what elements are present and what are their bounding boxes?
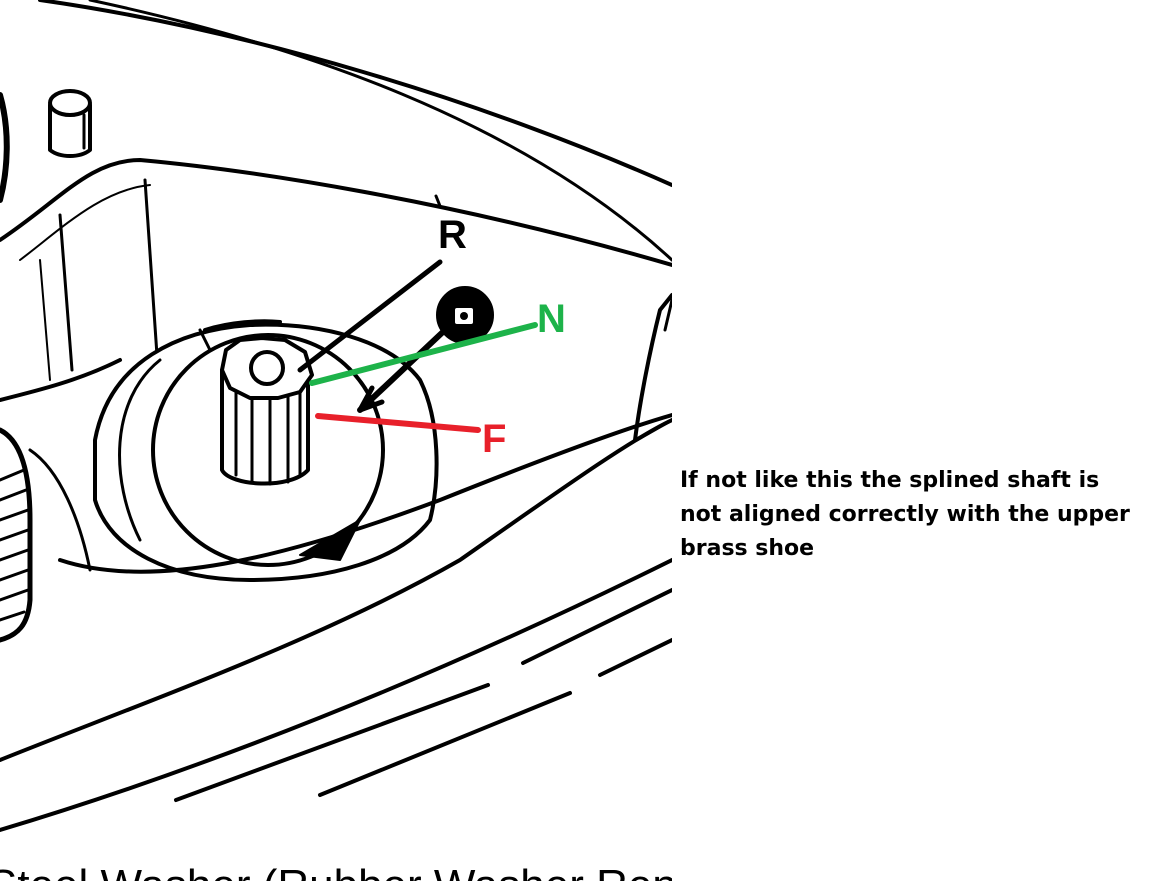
reverse-label: R [438, 213, 467, 257]
lower-arm-edge-2 [58, 413, 672, 574]
splined-shaft [220, 336, 314, 486]
neutral-pointer-line [309, 322, 538, 386]
forward-pointer-line [315, 413, 481, 433]
housing-outer-curve-2 [88, 0, 672, 262]
line-drawing [0, 0, 672, 832]
housing-inner-wall [143, 178, 160, 372]
housing-rim [0, 158, 672, 267]
housing-outer-curve [38, 0, 672, 187]
neutral-label: N [537, 297, 566, 341]
reverse-pointer-line [297, 259, 443, 373]
alignment-pin [48, 89, 92, 158]
forward-label: F [482, 417, 506, 461]
housing-rim-inner [19, 184, 151, 261]
lower-arm-edge [0, 418, 672, 762]
housing-inner-wall-2 [58, 213, 74, 372]
housing-inner-wall-3 [39, 259, 51, 381]
alignment-note: If not like this the splined shaft is no… [680, 468, 1130, 561]
threaded-stud [0, 427, 33, 643]
position-pointers [297, 259, 538, 433]
figure-caption: Steel Washer (Rubber Washer Repeat [0, 861, 738, 881]
